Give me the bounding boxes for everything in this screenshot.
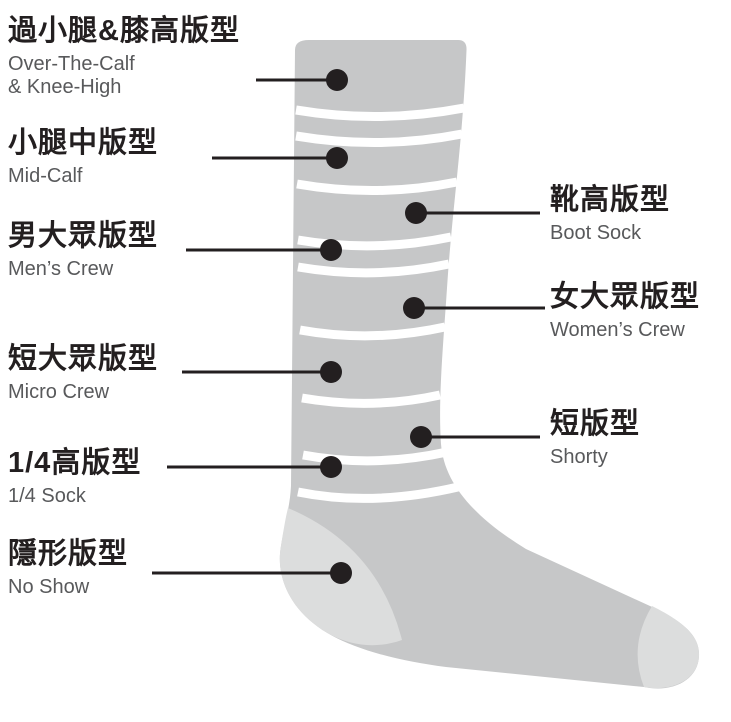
stripe (299, 322, 446, 341)
label-womens-crew: 女大眾版型 Women’s Crew (550, 280, 700, 342)
marker-dot-over-the-calf (326, 69, 348, 91)
marker-dots (320, 69, 432, 584)
marker-dot-shorty (410, 426, 432, 448)
label-no-show-en: No Show (8, 576, 90, 598)
label-shorty-zh: 短版型 (550, 408, 641, 440)
label-boot-sock: 靴高版型 Boot Sock (550, 183, 670, 245)
label-micro-crew: 短大眾版型 Micro Crew (8, 342, 158, 404)
marker-dot-quarter-sock (320, 456, 342, 478)
marker-dot-boot-sock (405, 202, 427, 224)
stripe (297, 259, 450, 278)
stripe (297, 232, 452, 251)
label-over-the-calf-en: Over-The-Calf & Knee-High (8, 53, 135, 98)
label-mens-crew: 男大眾版型 Men’s Crew (8, 219, 158, 281)
label-womens-crew-zh: 女大眾版型 (550, 281, 701, 313)
stripe (296, 177, 458, 196)
label-boot-sock-zh: 靴高版型 (550, 184, 671, 216)
label-mens-crew-zh: 男大眾版型 (8, 220, 159, 252)
label-shorty-en: Shorty (550, 446, 608, 468)
label-over-the-calf-zh: 過小腿&膝高版型 (8, 15, 240, 47)
stripe (302, 447, 448, 466)
marker-dot-micro-crew (320, 361, 342, 383)
sock-stripes (295, 103, 465, 503)
toe-patch (637, 606, 700, 689)
label-no-show-zh: 隱形版型 (8, 538, 129, 570)
label-quarter-sock-en: 1/4 Sock (8, 485, 86, 507)
label-shorty: 短版型 Shorty (550, 407, 640, 469)
label-micro-crew-zh: 短大眾版型 (8, 343, 159, 375)
label-womens-crew-en: Women’s Crew (550, 319, 685, 341)
label-quarter-sock-zh: 1/4高版型 (8, 447, 142, 479)
stripe (297, 482, 460, 503)
label-boot-sock-en: Boot Sock (550, 222, 642, 244)
sock-body (279, 40, 700, 689)
marker-dot-mens-crew (320, 239, 342, 261)
label-mid-calf-zh: 小腿中版型 (8, 127, 159, 159)
label-mens-crew-en: Men’s Crew (8, 258, 114, 280)
label-over-the-calf: 過小腿&膝高版型 Over-The-Calf & Knee-High (8, 14, 240, 99)
stripe (295, 103, 465, 121)
stripe (295, 129, 463, 148)
label-mid-calf: 小腿中版型 Mid-Calf (8, 126, 158, 188)
leader-lines (152, 78, 545, 575)
marker-dot-mid-calf (326, 147, 348, 169)
label-quarter-sock: 1/4高版型 1/4 Sock (8, 446, 141, 508)
label-micro-crew-en: Micro Crew (8, 381, 110, 403)
marker-dot-womens-crew (403, 297, 425, 319)
label-mid-calf-en: Mid-Calf (8, 165, 83, 187)
stripe (301, 390, 441, 408)
marker-dot-no-show (330, 562, 352, 584)
label-no-show: 隱形版型 No Show (8, 537, 128, 599)
